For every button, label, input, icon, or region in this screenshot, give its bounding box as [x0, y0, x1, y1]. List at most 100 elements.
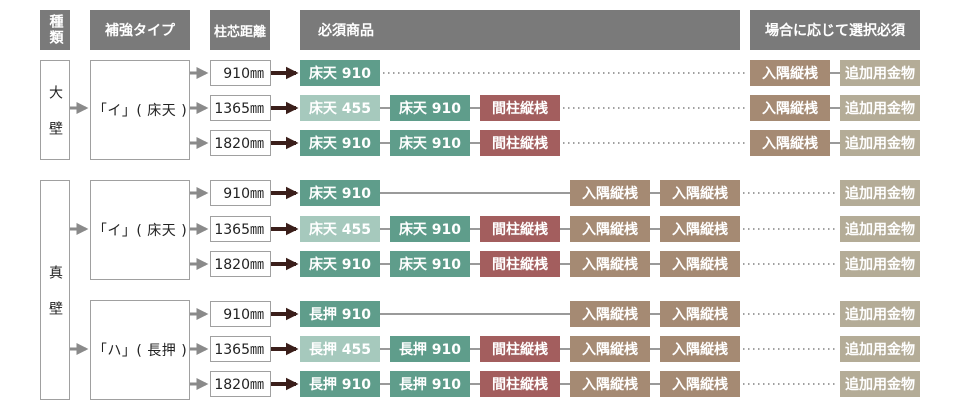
product-label: 入隅縦桟	[672, 307, 728, 323]
distance-box: 1365㎜	[210, 336, 271, 362]
product-chip-tokoten: 床天 910	[300, 130, 380, 156]
distance-label: 1820㎜	[214, 377, 264, 393]
product-label: 入隅縦桟	[582, 257, 638, 273]
product-label: 間柱縦桟	[492, 101, 548, 117]
distance-box: 910㎜	[210, 60, 271, 86]
product-chip-irisumi: 入隅縦桟	[660, 251, 740, 277]
product-label: 追加用金物	[845, 66, 915, 82]
product-chip-irisumi: 入隅縦桟	[570, 371, 650, 397]
product-chip-nageshi: 長押 910	[300, 371, 380, 397]
product-chip-tokoten: 床天 910	[390, 95, 470, 121]
distance-label: 910㎜	[223, 66, 264, 82]
product-chip-nageshi: 長押 910	[390, 371, 470, 397]
product-label: 追加用金物	[845, 101, 915, 117]
product-chip-irisumi: 入隅縦桟	[660, 216, 740, 242]
header-wall-type: 種類	[40, 10, 70, 50]
product-label: 入隅縦桟	[762, 101, 818, 117]
product-label: 間柱縦桟	[492, 342, 548, 358]
optional-chip-hardware: 追加用金物	[840, 95, 920, 121]
distance-label: 1365㎜	[214, 101, 264, 117]
header-required-products: 必須商品	[300, 10, 740, 50]
product-chip-mabashira: 間柱縦桟	[480, 95, 560, 121]
product-chip-mabashira: 間柱縦桟	[480, 371, 560, 397]
optional-chip-hardware: 追加用金物	[840, 60, 920, 86]
product-label: 入隅縦桟	[672, 377, 728, 393]
optional-chip-hardware: 追加用金物	[840, 301, 920, 327]
product-label: 床天 910	[398, 257, 462, 273]
product-label: 間柱縦桟	[492, 377, 548, 393]
product-label: 入隅縦桟	[762, 136, 818, 152]
wall-ookabe-label: 大壁	[47, 85, 63, 157]
product-label: 入隅縦桟	[672, 222, 728, 238]
product-label: 入隅縦桟	[672, 257, 728, 273]
distance-box: 1820㎜	[210, 130, 271, 156]
product-chip-irisumi: 入隅縦桟	[660, 336, 740, 362]
optional-chip-irisumi: 入隅縦桟	[750, 60, 830, 86]
optional-chip-hardware: 追加用金物	[840, 216, 920, 242]
header-reinforcement-type: 補強タイプ	[90, 10, 190, 50]
product-label: 間柱縦桟	[492, 257, 548, 273]
product-chip-mabashira: 間柱縦桟	[480, 336, 560, 362]
product-chip-irisumi: 入隅縦桟	[570, 336, 650, 362]
product-chip-tokoten: 床天 910	[390, 251, 470, 277]
distance-label: 1365㎜	[214, 342, 264, 358]
distance-box: 910㎜	[210, 301, 271, 327]
optional-chip-hardware: 追加用金物	[840, 336, 920, 362]
product-label: 入隅縦桟	[582, 342, 638, 358]
header-stud-spacing-label: 柱芯距離	[213, 24, 266, 40]
product-label: 入隅縦桟	[582, 307, 638, 323]
product-label: 追加用金物	[845, 307, 915, 323]
product-label: 追加用金物	[845, 342, 915, 358]
product-label: 床天 910	[308, 66, 372, 82]
product-label: 床天 910	[398, 222, 462, 238]
wall-shinkabe-label: 真壁	[47, 265, 63, 337]
product-chip-irisumi: 入隅縦桟	[660, 301, 740, 327]
type-box-i-tokoten-shinkabe: 「イ」( 床天 )	[90, 180, 190, 280]
product-label: 長押 455	[308, 342, 372, 358]
distance-box: 1365㎜	[210, 95, 271, 121]
optional-chip-hardware: 追加用金物	[840, 130, 920, 156]
product-label: 床天 910	[308, 257, 372, 273]
optional-chip-hardware: 追加用金物	[840, 180, 920, 206]
product-chip-irisumi: 入隅縦桟	[570, 180, 650, 206]
product-label: 間柱縦桟	[492, 222, 548, 238]
header-optional-products: 場合に応じて選択必須	[750, 10, 920, 50]
distance-box: 1820㎜	[210, 371, 271, 397]
type-box-ha-nageshi: 「ハ」( 長押 )	[90, 300, 190, 400]
product-label: 入隅縦桟	[582, 222, 638, 238]
product-chip-irisumi: 入隅縦桟	[570, 216, 650, 242]
product-label: 長押 910	[308, 307, 372, 323]
product-label: 追加用金物	[845, 136, 915, 152]
product-label: 床天 910	[308, 136, 372, 152]
distance-box: 1820㎜	[210, 251, 271, 277]
product-label: 床天 455	[308, 222, 372, 238]
distance-label: 910㎜	[223, 307, 264, 323]
product-chip-tokoten: 床天 910	[300, 60, 380, 86]
header-reinforcement-type-label: 補強タイプ	[105, 23, 175, 39]
type-i-tokoten-label: 「イ」( 床天 )	[92, 103, 188, 119]
product-label: 長押 910	[308, 377, 372, 393]
product-label: 入隅縦桟	[582, 186, 638, 202]
product-chip-tokoten: 床天 910	[300, 180, 380, 206]
product-label: 長押 910	[398, 342, 462, 358]
distance-box: 910㎜	[210, 180, 271, 206]
optional-chip-irisumi: 入隅縦桟	[750, 95, 830, 121]
product-label: 床天 910	[308, 186, 372, 202]
product-chip-nageshi: 長押 910	[300, 301, 380, 327]
type-i-tokoten-label: 「イ」( 床天 )	[92, 223, 188, 239]
product-chip-tokoten: 床天 910	[390, 130, 470, 156]
product-label: 間柱縦桟	[492, 136, 548, 152]
product-chip-nageshi: 長押 910	[390, 336, 470, 362]
product-chip-irisumi: 入隅縦桟	[660, 180, 740, 206]
product-chip-mabashira: 間柱縦桟	[480, 130, 560, 156]
product-label: 入隅縦桟	[762, 66, 818, 82]
product-label: 追加用金物	[845, 222, 915, 238]
optional-chip-irisumi: 入隅縦桟	[750, 130, 830, 156]
product-label: 床天 910	[398, 136, 462, 152]
product-label: 入隅縦桟	[582, 377, 638, 393]
product-label: 床天 910	[398, 101, 462, 117]
product-label: 追加用金物	[845, 377, 915, 393]
product-chip-tokoten-455: 床天 455	[300, 216, 380, 242]
product-label: 追加用金物	[845, 186, 915, 202]
